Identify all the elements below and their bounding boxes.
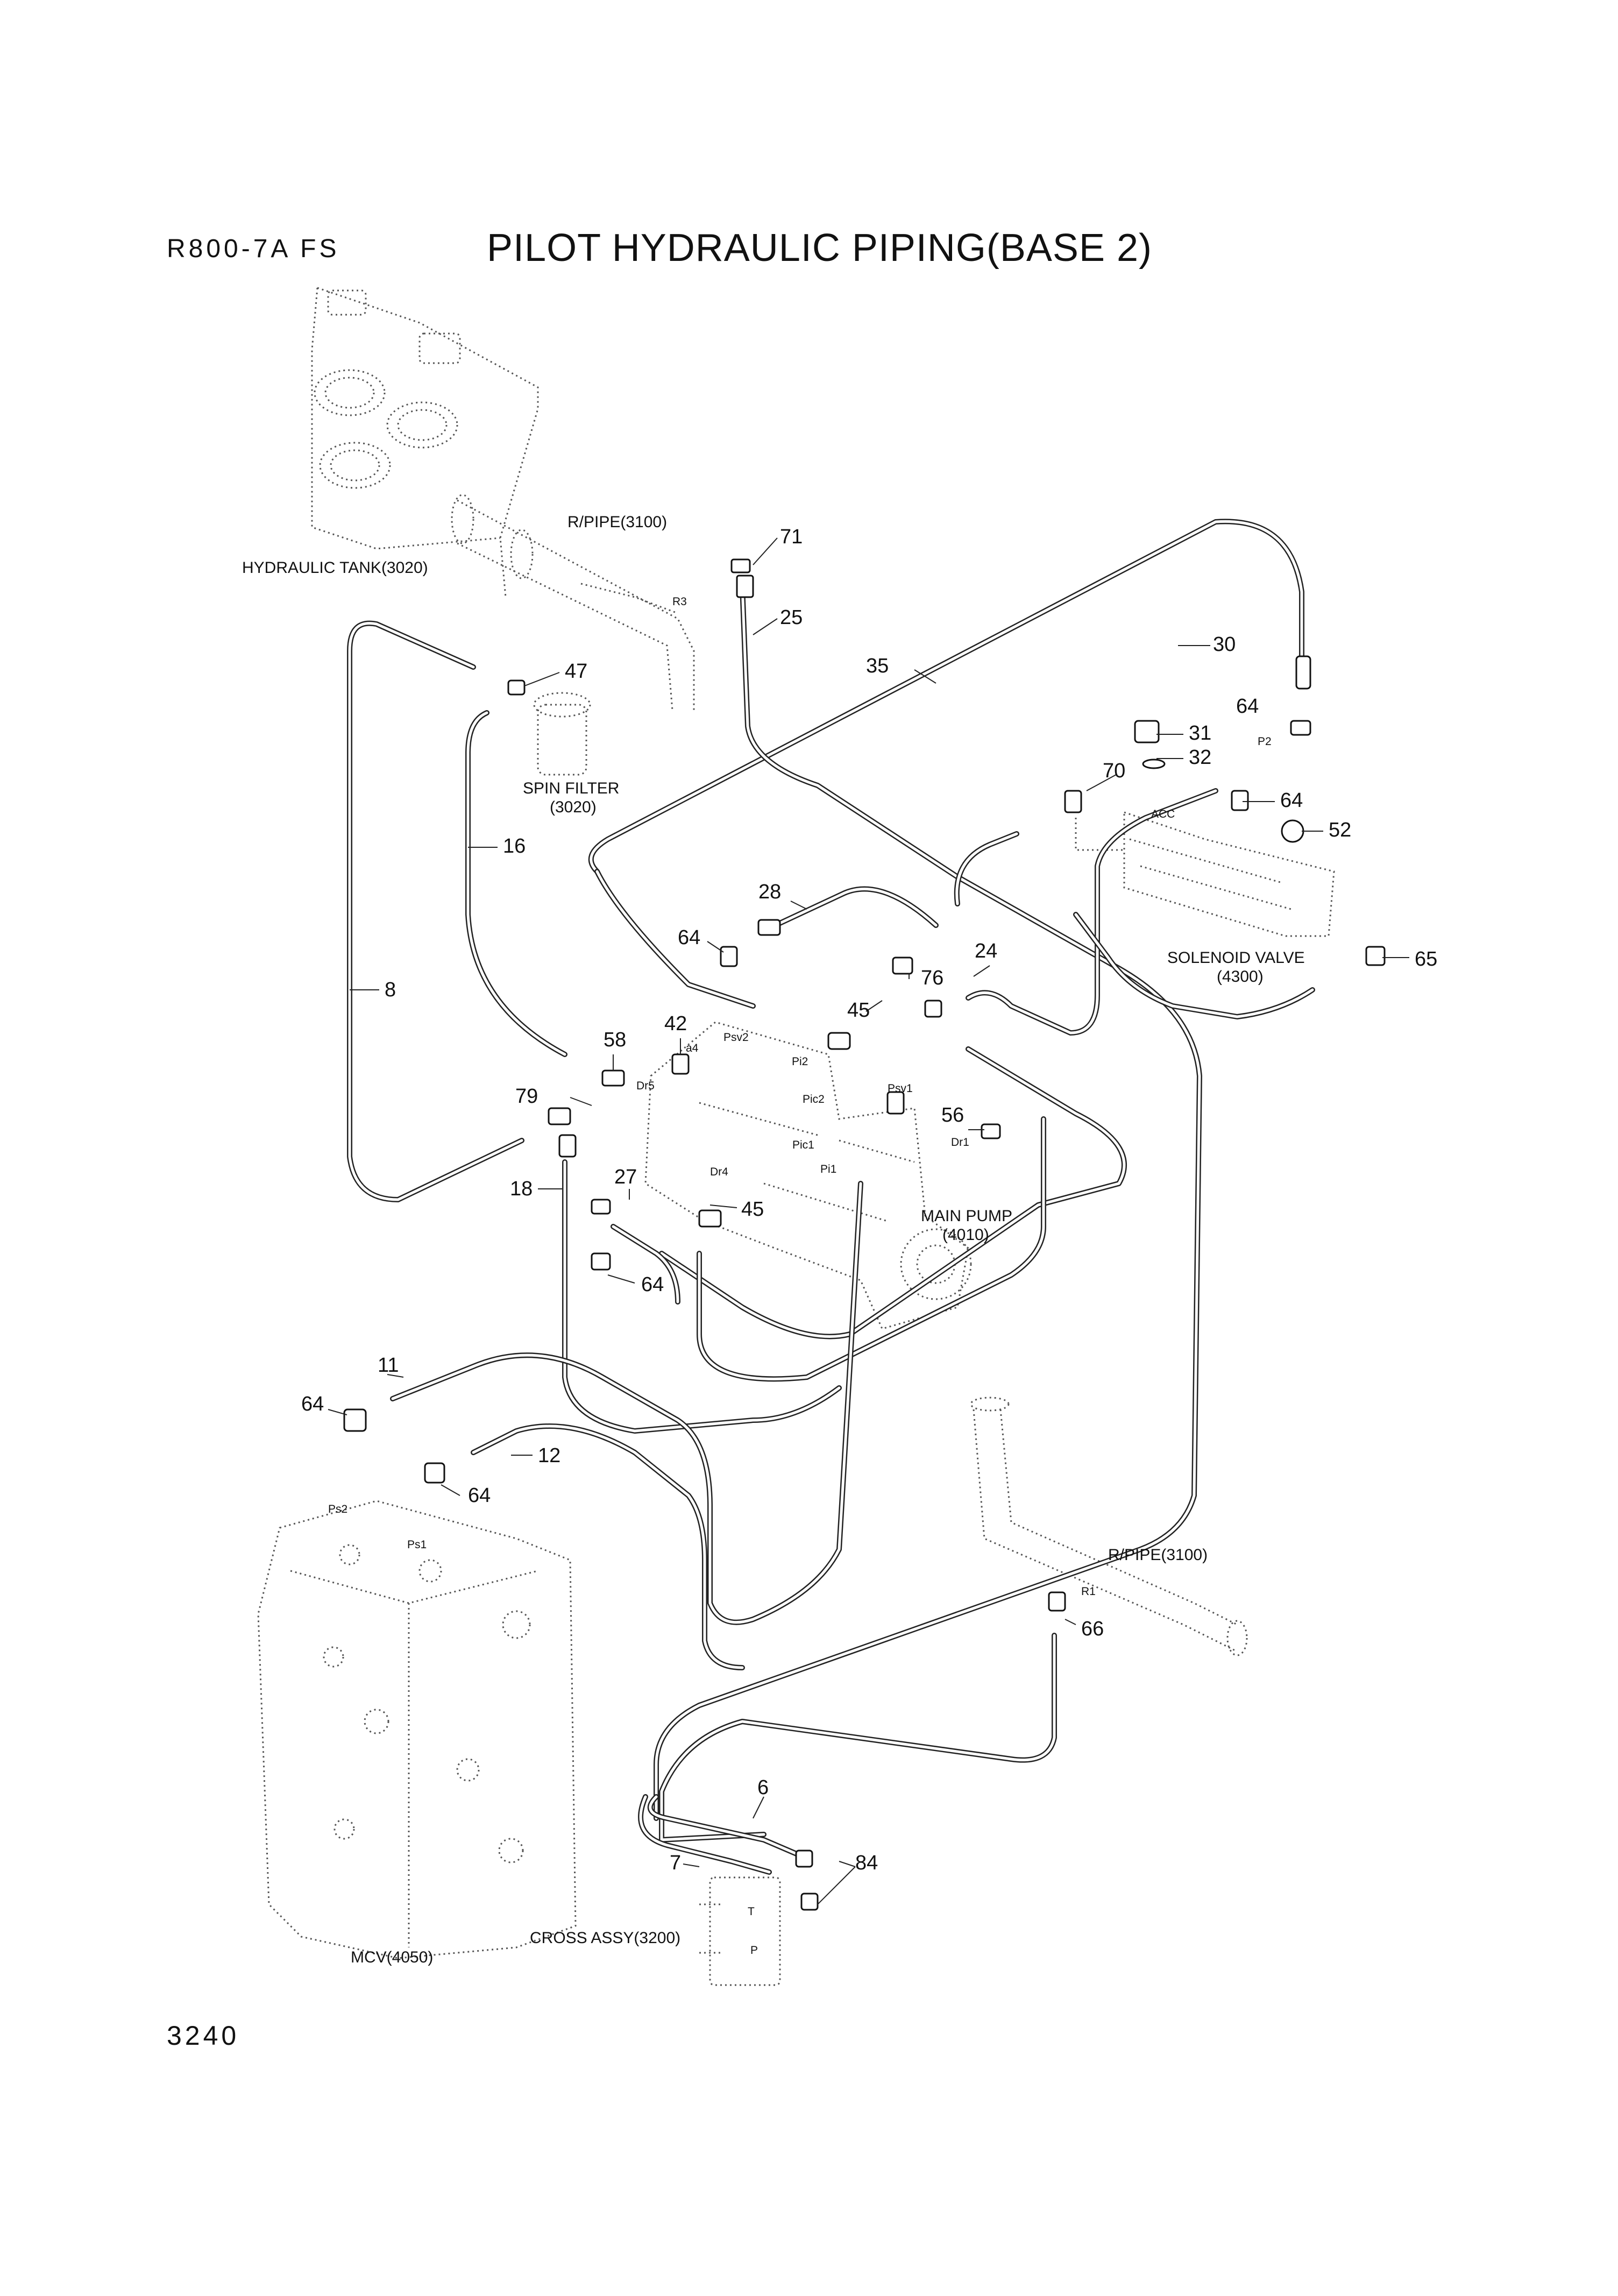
callout-64-c: 64: [301, 1393, 324, 1415]
hose-11: [390, 1181, 863, 1625]
solenoid-valve-outline: [1075, 811, 1335, 937]
model-code: R800-7A FS: [167, 235, 340, 263]
callout-66: 66: [1081, 1618, 1104, 1640]
callout-64-sv: 64: [1280, 789, 1303, 812]
hose-8: [347, 620, 524, 1202]
callout-11: 11: [378, 1354, 399, 1377]
hoses: [347, 519, 1315, 1875]
spin-filter-outline: [533, 692, 591, 776]
part-callouts: 71 25 35 30 47 64 31 32 70 64 52 16 28 6…: [301, 526, 1437, 1874]
port-labels: R3 P2 ACC a4 Psv2 Pi2 Pic2 Psv1 Dr5 Dr4 …: [328, 596, 1272, 1957]
callout-30: 30: [1213, 633, 1236, 656]
callout-45-b: 45: [741, 1198, 764, 1221]
label-cross-assy: CROSS ASSY(3200): [530, 1929, 680, 1947]
label-spin-filter-2: (3020): [550, 798, 597, 816]
cross-assy-outline: [699, 1876, 781, 1986]
main-pump-outline: [644, 1021, 972, 1330]
port-p: P: [750, 1944, 758, 1957]
callout-24: 24: [975, 940, 997, 962]
callout-47: 47: [565, 660, 587, 683]
callout-45-a: 45: [847, 999, 870, 1022]
label-hydraulic-tank: HYDRAULIC TANK(3020): [242, 559, 428, 577]
hose-35: [588, 519, 1304, 874]
callout-52: 52: [1329, 819, 1351, 841]
callout-42: 42: [664, 1012, 687, 1035]
hose-35b: [594, 869, 756, 1009]
hose-24: [966, 788, 1218, 1036]
r-pipe-bottom-outline: [970, 1397, 1248, 1656]
component-labels: R/PIPE(3100) HYDRAULIC TANK(3020) SPIN F…: [242, 513, 1305, 1966]
callout-64-d: 64: [468, 1484, 491, 1507]
r-pipe-top-outline: [451, 494, 695, 711]
label-spin-filter-1: SPIN FILTER: [523, 779, 619, 797]
callout-58: 58: [604, 1029, 626, 1051]
callout-8: 8: [385, 979, 396, 1001]
port-psv1: Psv1: [888, 1082, 913, 1095]
callout-12: 12: [538, 1444, 560, 1467]
port-a4: a4: [686, 1042, 699, 1054]
callout-79: 79: [515, 1085, 538, 1108]
port-r3: R3: [672, 596, 687, 608]
label-rpipe-top: R/PIPE(3100): [567, 513, 667, 531]
port-psv2: Psv2: [723, 1031, 749, 1044]
callout-6: 6: [757, 1776, 769, 1799]
port-pi2: Pi2: [792, 1055, 808, 1068]
callout-18: 18: [510, 1178, 533, 1200]
callout-71: 71: [780, 526, 803, 548]
callout-65: 65: [1415, 948, 1437, 970]
callout-32: 32: [1189, 746, 1211, 769]
callout-16: 16: [503, 835, 526, 858]
label-solenoid-valve-1: SOLENOID VALVE: [1167, 949, 1305, 967]
label-main-pump-2: (4010): [942, 1226, 989, 1244]
callout-64-a: 64: [678, 926, 700, 949]
callout-56: 56: [941, 1104, 964, 1126]
label-rpipe-bottom: R/PIPE(3100): [1108, 1546, 1208, 1564]
port-pi1: Pi1: [820, 1163, 836, 1175]
label-main-pump-1: MAIN PUMP: [921, 1207, 1012, 1225]
port-t: T: [748, 1905, 755, 1918]
callout-35: 35: [866, 655, 889, 677]
callout-70: 70: [1103, 760, 1125, 782]
port-acc: ACC: [1151, 808, 1175, 820]
hose-12: [471, 1423, 745, 1670]
page-number: 3240: [167, 2021, 240, 2051]
diagram-title: PILOT HYDRAULIC PIPING(BASE 2): [487, 226, 1152, 270]
callout-25: 25: [780, 606, 803, 629]
label-solenoid-valve-2: (4300): [1217, 968, 1264, 986]
callout-31: 31: [1189, 722, 1211, 745]
callout-7: 7: [670, 1852, 681, 1874]
port-pic1: Pic1: [792, 1139, 814, 1151]
leader-lines: [328, 537, 1409, 1905]
port-r1: R1: [1081, 1585, 1096, 1598]
callout-64-b: 64: [641, 1273, 664, 1296]
hydraulic-tank-outline: [311, 287, 539, 598]
mcv-outline: [257, 1500, 577, 1959]
callout-27: 27: [614, 1166, 637, 1188]
port-ps1: Ps1: [407, 1539, 427, 1551]
callout-76: 76: [921, 967, 943, 989]
callout-64-p2: 64: [1236, 695, 1259, 718]
label-mcv: MCV(4050): [351, 1948, 433, 1966]
port-ps2: Ps2: [328, 1503, 347, 1515]
callout-84: 84: [855, 1852, 878, 1874]
port-pic2: Pic2: [803, 1093, 825, 1106]
callout-28: 28: [758, 881, 781, 903]
port-p2: P2: [1258, 735, 1272, 748]
hose-16: [465, 710, 567, 1057]
hose-28: [761, 886, 939, 933]
port-dr5: Dr5: [636, 1080, 655, 1092]
port-dr1: Dr1: [951, 1136, 969, 1149]
port-dr4: Dr4: [710, 1166, 728, 1178]
hose-56: [697, 1116, 1046, 1382]
fittings: [343, 558, 1386, 1911]
